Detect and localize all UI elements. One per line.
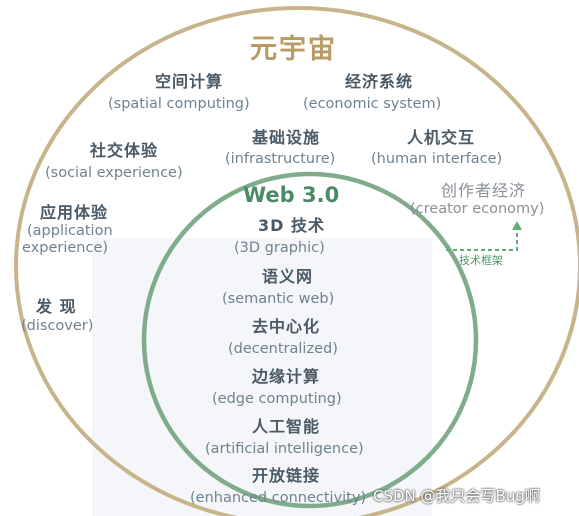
outer-item-human-en: (human interface): [371, 151, 503, 167]
outer-item-application-en-1: (application: [27, 223, 113, 239]
inner-ring: [141, 171, 479, 509]
outer-item-social-cn: 社交体验: [90, 141, 159, 160]
dashed-arrow: [446, 228, 518, 251]
inner-item-ai-cn: 人工智能: [252, 417, 321, 436]
outer-title: 元宇宙: [250, 34, 337, 65]
inner-item-edge-en: (edge computing): [212, 391, 342, 407]
inner-item-ai-en: (artificial intelligence): [205, 441, 364, 457]
outer-ring: [14, 6, 579, 516]
outer-item-infrastructure-cn: 基础设施: [252, 128, 321, 147]
creator-economy-en: (creator economy): [410, 201, 545, 217]
inner-title: Web 3.0: [243, 183, 340, 207]
inner-item-connectivity-cn: 开放链接: [252, 466, 321, 485]
inner-item-3d-en: (3D graphic): [234, 240, 325, 256]
inner-item-decentralized-cn: 去中心化: [252, 317, 321, 336]
inner-item-decentralized-en: (decentralized): [228, 341, 338, 357]
outer-item-human-cn: 人机交互: [407, 128, 476, 147]
outer-item-spatial-cn: 空间计算: [155, 72, 224, 91]
inner-item-edge-cn: 边缘计算: [252, 367, 321, 386]
inner-item-3d-cn: 3D 技术: [258, 216, 325, 235]
inner-item-connectivity-en: (enhanced connectivity): [190, 490, 367, 506]
outer-item-infrastructure-en: (infrastructure): [225, 151, 336, 167]
inner-item-semantic-cn: 语义网: [262, 267, 314, 286]
outer-item-discover-en: (discover): [21, 318, 94, 334]
outer-item-application-cn: 应用体验: [40, 203, 109, 222]
outer-item-social-en: (social experience): [45, 165, 183, 181]
creator-economy-cn: 创作者经济: [441, 181, 527, 200]
outer-item-spatial-en: (spatial computing): [108, 96, 250, 112]
outer-item-economic-cn: 经济系统: [345, 72, 414, 91]
outer-item-discover-cn: 发 现: [36, 297, 77, 316]
arrow-head-icon: [512, 221, 522, 230]
tech-framework-label: 技术框架: [459, 254, 503, 267]
outer-item-economic-en: (economic system): [303, 96, 442, 112]
watermark: CSDN @我只会写Bug啊: [373, 487, 540, 505]
inner-item-semantic-en: (semantic web): [222, 291, 335, 307]
outer-item-application-en-2: experience): [22, 240, 109, 256]
